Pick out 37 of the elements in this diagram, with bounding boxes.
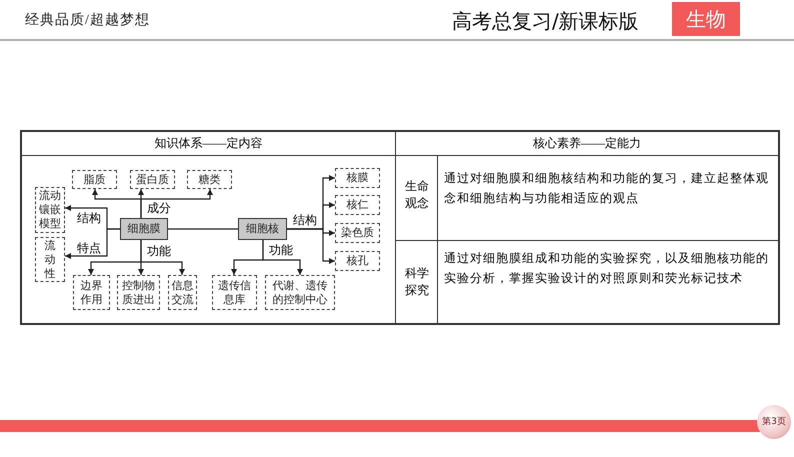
arrow (140, 189, 213, 218)
term-box: 糖类 (187, 170, 232, 189)
concept-box: 细胞膜 (120, 218, 168, 240)
edge-label: 特点 (76, 241, 102, 255)
arrow (140, 240, 185, 275)
edge-label: 结构 (292, 213, 318, 227)
edge-label: 功能 (268, 243, 294, 257)
term-box: 核孔 (335, 251, 380, 271)
term-box: 信息交流 (168, 275, 197, 310)
term-box: 边界作用 (73, 275, 110, 310)
term-box: 遗传信息库 (212, 275, 257, 310)
edge-label: 功能 (146, 244, 172, 258)
term-box: 代谢、遗传的控制中心 (265, 275, 335, 310)
arrow (287, 228, 335, 264)
concept-box: 细胞核 (238, 218, 287, 240)
table-header: 核心素养——定能力 (532, 135, 642, 152)
term-box: 核膜 (335, 168, 380, 188)
slogan-text: 经典品质/超越梦想 (25, 11, 151, 30)
page-number: 第3页 (761, 416, 787, 429)
term-box: 流动性 (35, 237, 65, 282)
term-box: 蛋白质 (130, 170, 175, 189)
cell-text: 通过对细胞膜和细胞核结构和功能的复习，建立起整体观念和细胞结构与功能相适应的观点 (444, 170, 770, 207)
term-box: 核仁 (335, 195, 380, 215)
term-box: 流动镶嵌模型 (35, 187, 65, 233)
edge-label: 结构 (76, 211, 102, 225)
term-box: 染色质 (335, 223, 380, 243)
edge-label: 成分 (146, 201, 172, 215)
cell-text: 通过对细胞膜组成和功能的实验探究，以及细胞核功能的实验分析，掌握实验设计的对照原则和荧光标记技术 (444, 250, 770, 287)
row-header: 科学探究 (404, 265, 430, 299)
table-header: 知识体系——定内容 (154, 135, 264, 152)
subject-tag: 生物 (672, 2, 740, 36)
series-title: 高考总复习/新课标版 (452, 8, 640, 35)
arrow (65, 228, 120, 259)
arrow (262, 240, 303, 275)
row-header: 生命观念 (404, 178, 430, 212)
term-box: 控制物质进出 (117, 275, 160, 310)
term-box: 脂质 (72, 170, 117, 189)
